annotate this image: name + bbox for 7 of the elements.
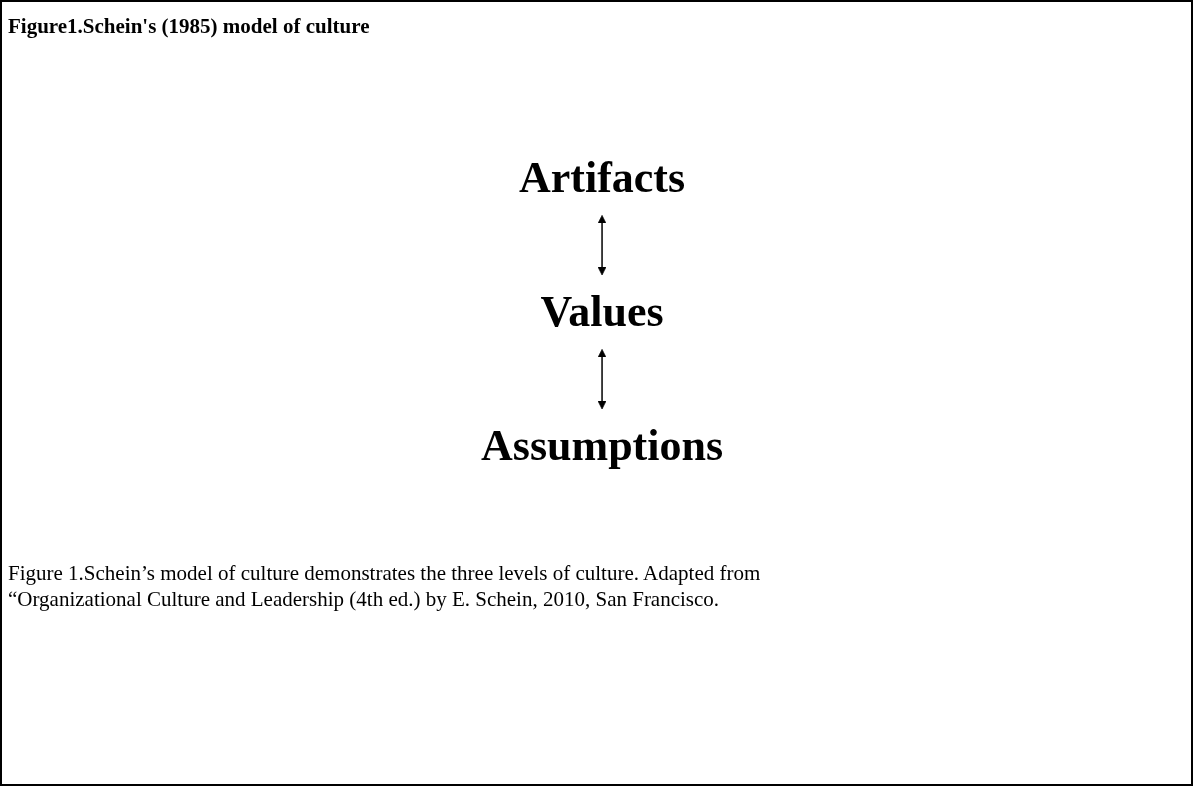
- arrow: [597, 215, 607, 276]
- node-text: Values: [540, 287, 664, 336]
- node-text: Assumptions: [480, 421, 724, 470]
- arrow: [597, 349, 607, 410]
- figure-title: Figure1.Schein's (1985) model of culture: [8, 14, 370, 39]
- node-text: Artifacts: [518, 153, 686, 202]
- figure-caption: Figure 1.Schein’s model of culture demonstrates the three levels of culture. Adapted from “Organizational Culture and Leadership (4th ed.) by E. Schein, 2010, San Francisco.: [8, 560, 762, 613]
